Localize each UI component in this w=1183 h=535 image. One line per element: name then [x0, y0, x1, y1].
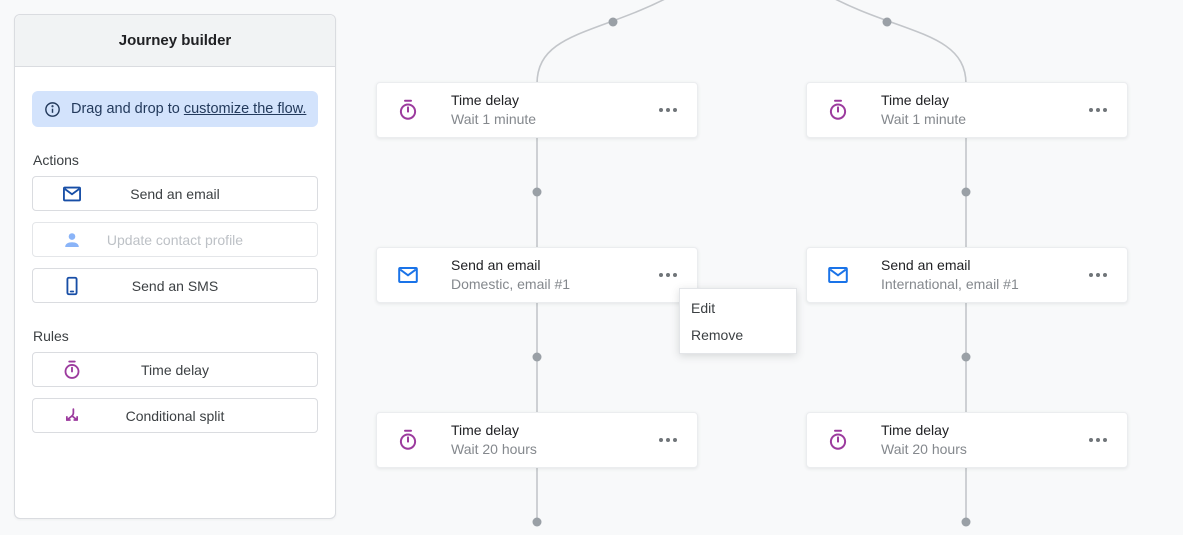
section-label-rules: Rules: [33, 328, 69, 344]
node-subtitle: Domestic, email #1: [451, 276, 571, 292]
branch-curve-left: [536, 0, 665, 85]
connector-dot[interactable]: [961, 187, 971, 197]
timer-icon: [396, 428, 420, 452]
rule-label: Conditional split: [125, 407, 225, 424]
timer-icon: [826, 98, 850, 122]
action-label: Update contact profile: [106, 231, 244, 248]
info-banner-text: Drag and drop to customize the flow.: [71, 101, 307, 117]
rule-time-delay[interactable]: Time delay: [32, 352, 318, 387]
more-options-button[interactable]: [655, 432, 681, 448]
connector-dot[interactable]: [532, 352, 542, 362]
rule-label: Time delay: [141, 361, 209, 378]
more-options-button[interactable]: [1085, 102, 1111, 118]
node-time-delay-left-1[interactable]: Time delay Wait 1 minute: [376, 82, 698, 138]
mail-icon: [396, 263, 420, 287]
node-title: Send an email: [881, 257, 971, 273]
smartphone-icon: [61, 275, 83, 297]
timer-icon: [826, 428, 850, 452]
node-subtitle: Wait 20 hours: [881, 441, 967, 457]
action-label: Send an email: [130, 185, 220, 202]
node-time-delay-right-2[interactable]: Time delay Wait 20 hours: [806, 412, 1128, 468]
node-title: Time delay: [451, 92, 519, 108]
more-options-button[interactable]: [655, 102, 681, 118]
split-icon: [61, 405, 83, 427]
panel-title: Journey builder: [15, 15, 335, 67]
timer-icon: [396, 98, 420, 122]
action-send-an-email[interactable]: Send an email: [32, 176, 318, 211]
section-label-actions: Actions: [33, 152, 79, 168]
node-subtitle: Wait 20 hours: [451, 441, 537, 457]
more-options-button[interactable]: [655, 267, 681, 283]
customize-flow-link[interactable]: customize the flow.: [183, 101, 307, 117]
action-update-contact-profile: Update contact profile: [32, 222, 318, 257]
action-label: Send an SMS: [131, 277, 219, 294]
connector-dot[interactable]: [532, 517, 542, 527]
node-title: Send an email: [451, 257, 541, 273]
node-send-email-right[interactable]: Send an email International, email #1: [806, 247, 1128, 303]
node-time-delay-right-1[interactable]: Time delay Wait 1 minute: [806, 82, 1128, 138]
journey-builder-panel: Journey builder Drag and drop to customi…: [14, 14, 336, 519]
node-title: Time delay: [451, 422, 519, 438]
info-banner: Drag and drop to customize the flow.: [32, 91, 318, 127]
mail-icon: [61, 183, 83, 205]
connector-dot[interactable]: [882, 17, 892, 27]
connector-dot[interactable]: [608, 17, 618, 27]
info-icon: [43, 100, 62, 119]
connector-dot[interactable]: [961, 352, 971, 362]
menu-item-edit[interactable]: Edit: [691, 299, 716, 316]
connector-dot[interactable]: [961, 517, 971, 527]
node-time-delay-left-2[interactable]: Time delay Wait 20 hours: [376, 412, 698, 468]
more-options-button[interactable]: [1085, 267, 1111, 283]
person-icon: [61, 229, 83, 251]
menu-item-remove[interactable]: Remove: [691, 326, 744, 343]
node-subtitle: Wait 1 minute: [451, 111, 537, 127]
action-send-an-sms[interactable]: Send an SMS: [32, 268, 318, 303]
connector-dot[interactable]: [532, 187, 542, 197]
timer-icon: [61, 359, 83, 381]
more-options-button[interactable]: [1085, 432, 1111, 448]
mail-icon: [826, 263, 850, 287]
node-subtitle: International, email #1: [881, 276, 1019, 292]
node-subtitle: Wait 1 minute: [881, 111, 967, 127]
node-send-email-left[interactable]: Send an email Domestic, email #1: [376, 247, 698, 303]
node-title: Time delay: [881, 422, 949, 438]
node-context-menu: Edit Remove: [679, 288, 797, 354]
rule-conditional-split[interactable]: Conditional split: [32, 398, 318, 433]
branch-curve-right: [835, 0, 967, 85]
node-title: Time delay: [881, 92, 949, 108]
